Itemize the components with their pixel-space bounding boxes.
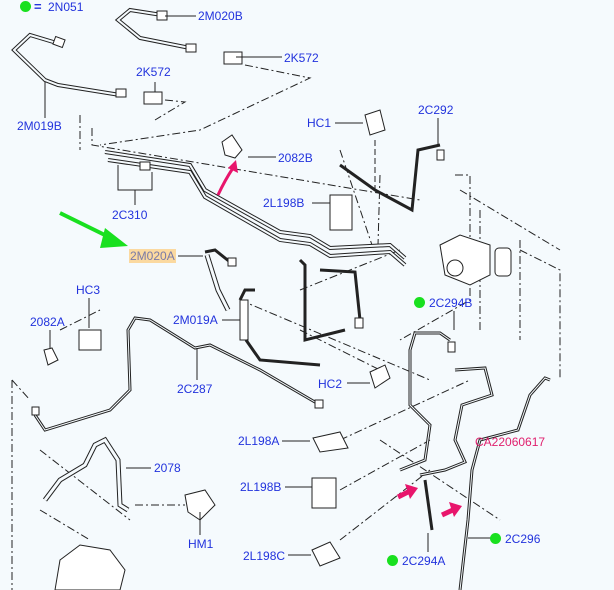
callout-2K572-left[interactable]: 2K572 <box>136 65 171 79</box>
pink-arrow-1 <box>396 484 418 500</box>
pipe-2M019B[interactable] <box>11 32 127 98</box>
part-2L198B-top[interactable] <box>329 194 353 231</box>
legend-part-2N051[interactable]: 2N051 <box>48 0 84 14</box>
legend-equals: = <box>34 0 42 14</box>
callout-2C294B[interactable]: 2C294B <box>429 296 473 310</box>
legend-green-dot-icon <box>20 1 31 12</box>
callout-HC2[interactable]: HC2 <box>318 377 343 391</box>
callout-2L198B-bottom[interactable]: 2L198B <box>240 480 282 494</box>
callout-2L198C[interactable]: 2L198C <box>243 549 286 563</box>
hose-2M019A[interactable] <box>238 288 321 367</box>
part-2L198A[interactable] <box>312 431 349 453</box>
part-abs-module[interactable] <box>439 234 512 286</box>
callout-2082B[interactable]: 2082B <box>278 151 313 165</box>
callout-2L198B-top[interactable]: 2L198B <box>263 196 305 210</box>
green-dot-icon-2C294B <box>414 297 425 308</box>
green-dot-icon-2C294A <box>387 555 398 566</box>
pipe-2C287[interactable] <box>31 316 324 432</box>
part-caliper[interactable] <box>54 544 126 590</box>
pipe-2C310[interactable] <box>104 150 407 267</box>
callout-HM1[interactable]: HM1 <box>188 537 214 551</box>
callout-2078[interactable]: 2078 <box>154 461 181 475</box>
part-HC1[interactable] <box>364 109 386 190</box>
part-2L198C[interactable] <box>311 541 341 567</box>
pipe-2M020B[interactable] <box>114 7 197 53</box>
callout-2M020B[interactable]: 2M020B <box>198 9 243 23</box>
callout-2C296[interactable]: 2C296 <box>505 532 541 546</box>
connector-2K572-left[interactable] <box>143 91 163 105</box>
callout-2M019A[interactable]: 2M019A <box>173 313 218 327</box>
part-2L198B-bottom[interactable] <box>311 477 337 509</box>
pink-arrow-2082B <box>216 160 238 196</box>
callout-2M020A-highlighted[interactable]: 2M020A <box>129 249 176 263</box>
callout-2K572-top[interactable]: 2K572 <box>284 51 319 65</box>
part-2082A[interactable] <box>43 347 59 366</box>
hose-2M020A[interactable] <box>204 248 237 312</box>
connector-2K572-top[interactable] <box>223 51 243 65</box>
green-pointer-arrow <box>59 211 128 248</box>
callout-2082A[interactable]: 2082A <box>30 315 65 329</box>
callout-2C310[interactable]: 2C310 <box>112 208 148 222</box>
callout-2M019B[interactable]: 2M019B <box>17 119 62 133</box>
hose-2078[interactable] <box>43 436 130 513</box>
callout-2C294A[interactable]: 2C294A <box>402 554 446 568</box>
part-2082B[interactable] <box>221 134 243 159</box>
callout-HC1[interactable]: HC1 <box>307 116 332 130</box>
pipe-mid[interactable] <box>298 143 445 342</box>
part-HC2[interactable] <box>369 364 391 389</box>
callout-2C287[interactable]: 2C287 <box>177 382 213 396</box>
green-dot-icon-2C296 <box>490 533 501 544</box>
pink-arrow-2 <box>440 502 462 518</box>
pipe-2C294B[interactable] <box>399 331 551 590</box>
leader-lines <box>44 15 491 556</box>
part-HM1[interactable] <box>184 489 216 521</box>
callout-2L198A[interactable]: 2L198A <box>238 434 280 448</box>
part-HC3[interactable] <box>78 329 102 351</box>
reference-code: CA22060617 <box>475 435 546 449</box>
callout-2C292[interactable]: 2C292 <box>418 103 454 117</box>
callout-HC3[interactable]: HC3 <box>76 283 101 297</box>
